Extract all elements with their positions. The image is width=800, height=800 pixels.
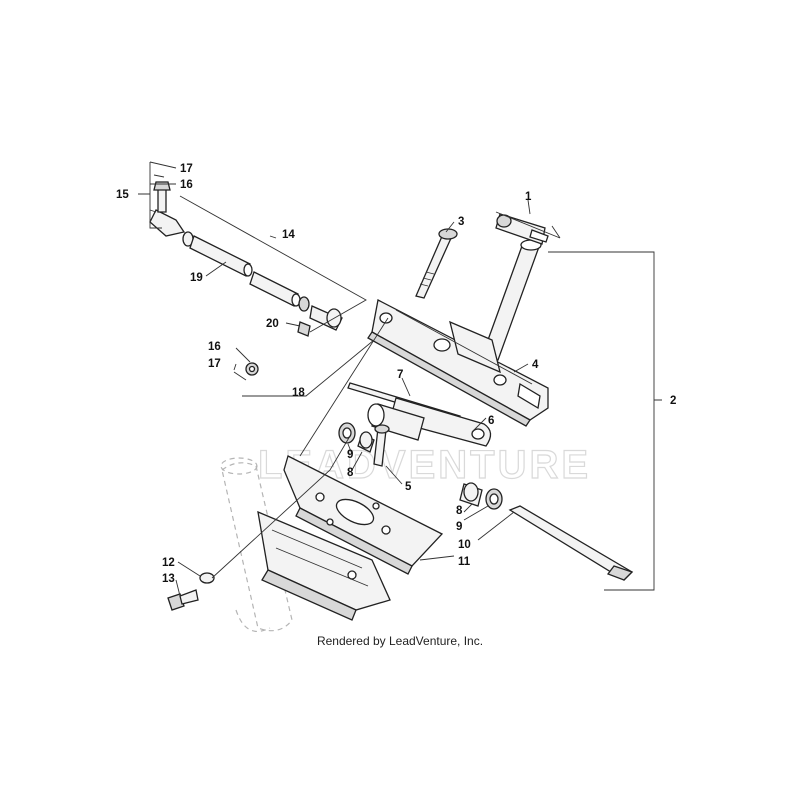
callout-2: 2 [670,395,676,407]
callout-16-upper: 16 [180,179,193,191]
callout-5: 5 [405,481,412,493]
mounting-bracket [257,510,391,621]
nut-16-lower [245,362,259,376]
flange-bolt [167,589,199,611]
tie-rod-end-right [297,305,343,337]
callout-1: 1 [525,191,532,203]
callout-19: 19 [190,272,203,284]
bolt-5 [373,424,390,467]
callout-16-lower: 16 [208,341,221,353]
callout-9-left: 9 [347,449,353,461]
callout-17-lower: 17 [208,358,221,370]
callout-9-right: 9 [456,521,462,533]
leader-lines [138,161,662,597]
bushing-right [459,482,483,507]
frame-tube-ghost [220,457,293,632]
lower-steering-shaft [508,505,634,581]
callout-13: 13 [162,573,175,585]
callout-18: 18 [292,387,305,399]
jam-nut [298,296,310,312]
callouts: 1 2 3 4 5 6 7 8 9 8 9 10 11 12 13 14 15 … [116,163,676,585]
steering-housing [367,299,549,427]
callout-20: 20 [266,318,279,330]
cotter-pin-17-lower [233,371,247,381]
callout-10: 10 [458,539,471,551]
bearing-right [485,488,503,510]
callout-8-right: 8 [456,505,463,517]
cotter-pin-17-upper [153,174,165,178]
callout-3: 3 [458,216,464,228]
callout-12: 12 [162,557,175,569]
callout-11: 11 [458,556,471,568]
steering-arm [367,397,492,447]
credit-text: Rendered by LeadVenture, Inc. [317,634,483,648]
long-bolt [415,228,458,299]
tie-rod-tube [182,231,301,307]
callout-14: 14 [282,229,295,241]
callout-8-left: 8 [347,467,354,479]
callout-4: 4 [532,359,539,371]
callout-15: 15 [116,189,129,201]
base-plate [283,455,444,575]
top-clamp [495,213,549,245]
callout-7: 7 [397,369,403,381]
washer [199,572,215,584]
bushing-left [357,431,375,453]
callout-6: 6 [488,415,494,427]
bearing-left [338,422,356,444]
callout-17-upper: 17 [180,163,193,175]
nut-16-upper [153,181,171,191]
